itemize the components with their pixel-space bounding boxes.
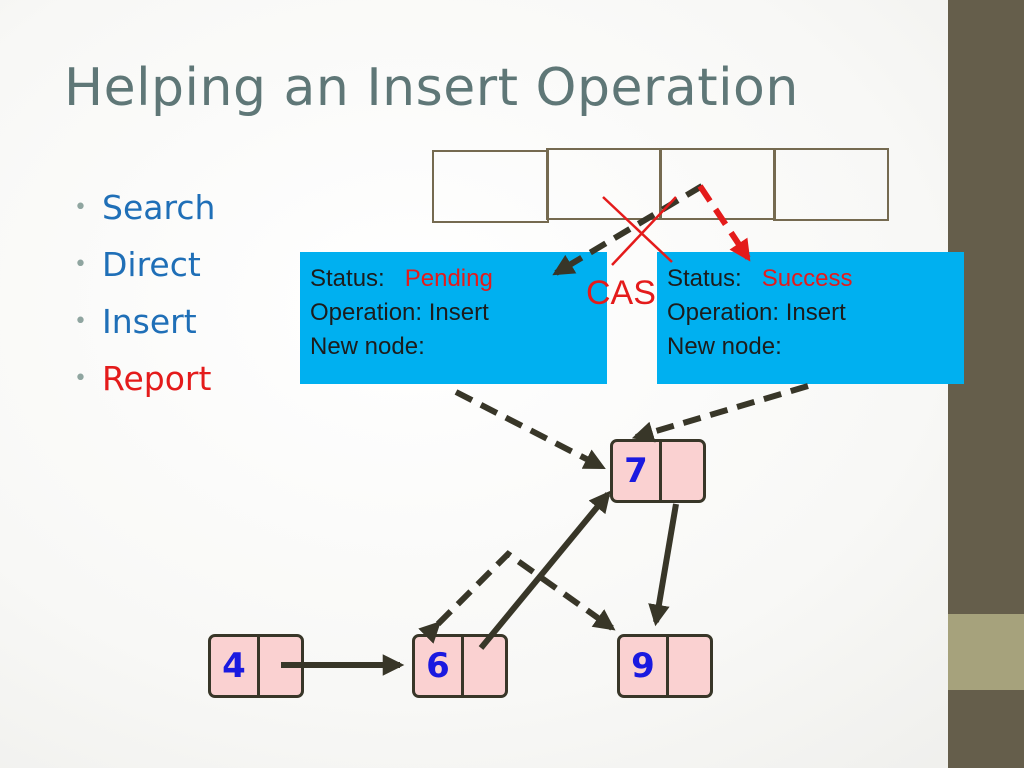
bullet-list: • Search • Direct • Insert • Report: [74, 186, 215, 414]
bullet-item-direct: • Direct: [74, 243, 215, 300]
node-key: 7: [613, 442, 662, 500]
arrow-old-6-to-9: [418, 550, 616, 644]
descriptor-pending: Status: Pending Operation: Insert New no…: [300, 252, 607, 384]
bullet-text-direct: Direct: [102, 245, 201, 284]
array-cell-1: [432, 150, 549, 223]
bullet-text-insert: Insert: [102, 302, 197, 341]
status-value-pending: Pending: [404, 265, 493, 292]
node-key: 4: [211, 637, 260, 695]
bullet-text-search: Search: [102, 188, 216, 227]
status-label: Status:: [310, 265, 385, 292]
arrow-6-to-7: [478, 490, 611, 650]
operation-line: Operation: Insert: [667, 299, 846, 326]
bullet-item-search: • Search: [74, 186, 215, 243]
slide-title: Helping an Insert Operation: [64, 58, 799, 118]
descriptor-success: Status: Success Operation: Insert New no…: [657, 252, 964, 384]
node-key: 9: [620, 637, 669, 695]
array-cell-3: [659, 148, 776, 220]
side-accent: [948, 614, 1024, 690]
bullet-dot: •: [74, 366, 87, 391]
node-7: 7: [610, 439, 706, 503]
arrow-cas-to-pending: [552, 183, 704, 276]
descriptor-status-line: Status: Pending: [310, 262, 597, 296]
array-cell-4: [773, 148, 889, 221]
new-node-line: New node:: [310, 333, 425, 360]
arrow-success-newnode-to-7: [631, 383, 809, 443]
bullet-dot: •: [74, 252, 87, 277]
bullet-text-report: Report: [102, 359, 212, 398]
bullet-item-insert: • Insert: [74, 300, 215, 357]
node-key: 6: [415, 637, 464, 695]
bullet-dot: •: [74, 309, 87, 334]
cas-label: CAS: [586, 274, 656, 312]
arrow-7-to-9: [648, 503, 679, 627]
arrow-pending-newnode-to-7: [454, 389, 606, 470]
bullet-dot: •: [74, 195, 87, 220]
descriptor-status-line: Status: Success: [667, 262, 954, 296]
operation-line: Operation: Insert: [310, 299, 489, 326]
cas-failure-cross: [602, 196, 677, 266]
bullet-item-report: • Report: [74, 357, 215, 414]
status-value-success: Success: [761, 265, 853, 292]
array-cell-2: [546, 148, 662, 220]
arrow-cas-to-success: [697, 184, 751, 262]
status-label: Status:: [667, 265, 742, 292]
new-node-line: New node:: [667, 333, 782, 360]
node-9: 9: [617, 634, 713, 698]
